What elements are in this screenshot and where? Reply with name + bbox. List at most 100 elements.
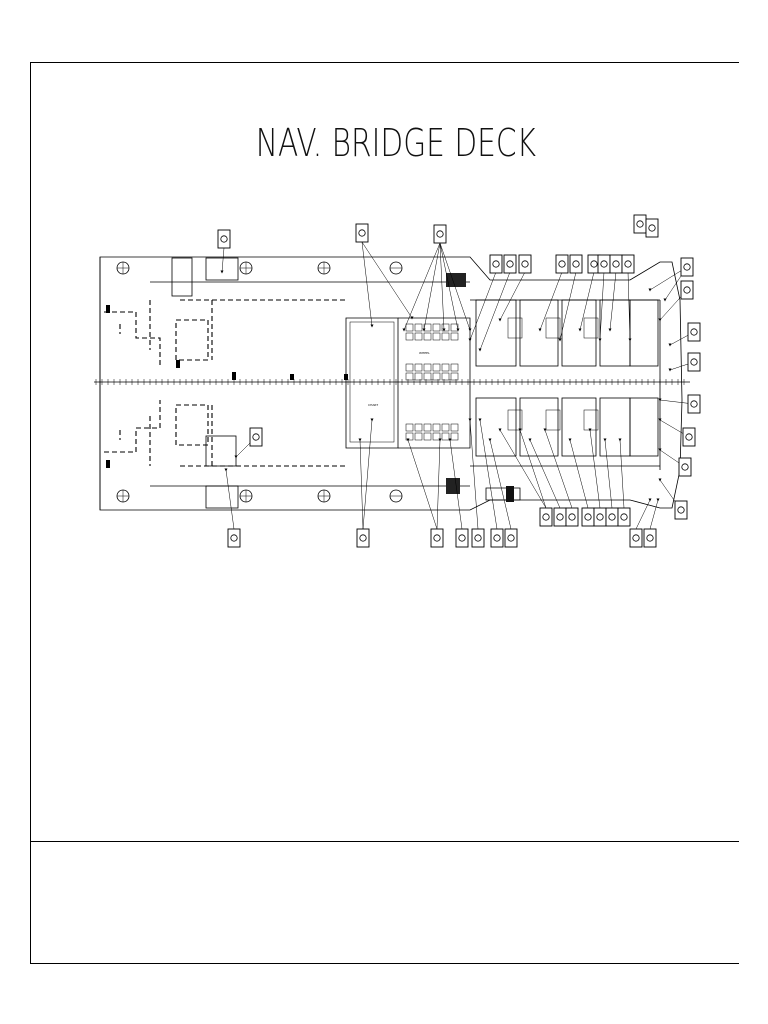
seat-icon	[441, 363, 450, 372]
symbol-icon	[636, 220, 644, 228]
seat-icon	[423, 372, 432, 381]
seat-icon	[405, 423, 414, 432]
symbol-tag	[593, 507, 607, 527]
symbol-icon	[600, 260, 608, 268]
symbol-icon	[646, 534, 654, 542]
symbol-tag	[504, 528, 518, 548]
symbol-icon	[220, 235, 228, 243]
drawing-title: NAV. BRIDGE DECK	[255, 121, 537, 165]
seat-icon	[405, 363, 414, 372]
symbol-icon	[558, 260, 566, 268]
symbol-icon	[507, 534, 515, 542]
seat-icon	[432, 323, 441, 332]
seat-icon	[414, 372, 423, 381]
seat-icon	[450, 432, 459, 441]
symbol-icon	[683, 263, 691, 271]
svg-text:CHART: CHART	[368, 403, 378, 407]
symbol-tag	[489, 254, 503, 274]
symbol-icon	[521, 260, 529, 268]
symbol-tag	[682, 427, 696, 447]
wheelhouse: CHART WHEEL	[345, 317, 471, 449]
symbol-tag	[633, 214, 647, 234]
symbol-tag	[680, 257, 694, 277]
symbol-tag	[680, 280, 694, 300]
symbol-tag	[597, 254, 611, 274]
seat-icon	[414, 363, 423, 372]
symbol-icon	[358, 229, 366, 237]
seat-icon	[414, 332, 423, 341]
symbol-tag	[355, 223, 369, 243]
symbol-icon	[685, 433, 693, 441]
symbol-icon	[683, 286, 691, 294]
symbol-icon	[542, 513, 550, 521]
symbol-tag	[687, 352, 701, 372]
symbol-icon	[436, 230, 444, 238]
symbol-icon	[584, 513, 592, 521]
symbol-icon	[624, 260, 632, 268]
svg-text:WHEEL: WHEEL	[419, 351, 430, 355]
seat-icon	[423, 423, 432, 432]
symbol-icon	[620, 513, 628, 521]
seat-icon	[441, 432, 450, 441]
symbol-tag	[455, 528, 469, 548]
seat-icon	[432, 423, 441, 432]
symbol-icon	[632, 534, 640, 542]
symbol-icon	[612, 260, 620, 268]
seat-icon	[441, 423, 450, 432]
symbol-tag	[609, 254, 623, 274]
dark-blocks	[106, 273, 466, 494]
symbol-icon	[572, 260, 580, 268]
seat-icon	[414, 323, 423, 332]
seat-icon	[423, 363, 432, 372]
symbol-tag	[605, 507, 619, 527]
symbol-icon	[492, 260, 500, 268]
symbol-tags	[217, 214, 701, 548]
symbol-icon	[690, 328, 698, 336]
seat-icon	[441, 323, 450, 332]
seat-icon	[432, 332, 441, 341]
symbol-icon	[568, 513, 576, 521]
seat-icon	[414, 423, 423, 432]
hull-outline	[99, 256, 683, 511]
seat-icon	[423, 432, 432, 441]
symbol-tag	[217, 229, 231, 249]
symbol-tag	[227, 528, 241, 548]
symbol-tag	[629, 528, 643, 548]
symbol-icon	[493, 534, 501, 542]
seat-icon	[405, 432, 414, 441]
symbol-icon	[648, 224, 656, 232]
symbol-icon	[474, 534, 482, 542]
seat-icon	[441, 332, 450, 341]
symbol-icon	[506, 260, 514, 268]
symbol-icon	[681, 463, 689, 471]
symbol-icon	[690, 400, 698, 408]
symbol-tag	[503, 254, 517, 274]
symbol-icon	[690, 358, 698, 366]
symbol-tag	[678, 457, 692, 477]
symbol-icon	[596, 513, 604, 521]
symbol-tag	[674, 500, 688, 520]
seat-icon	[432, 432, 441, 441]
symbol-tag	[565, 507, 579, 527]
symbol-icon	[458, 534, 466, 542]
seat-icon	[423, 323, 432, 332]
seat-icon	[450, 332, 459, 341]
symbol-tag	[645, 218, 659, 238]
symbol-icon	[608, 513, 616, 521]
symbol-tag	[555, 254, 569, 274]
symbol-tag	[430, 528, 444, 548]
symbol-icon	[433, 534, 441, 542]
seat-icon	[450, 323, 459, 332]
seat-icon	[450, 372, 459, 381]
symbol-tag	[433, 224, 447, 244]
aft-compartments	[104, 257, 346, 509]
seat-icon	[450, 363, 459, 372]
symbol-tag	[490, 528, 504, 548]
seat-icon	[441, 372, 450, 381]
centerline	[94, 379, 690, 385]
seat-icon	[405, 332, 414, 341]
symbol-tag	[518, 254, 532, 274]
seat-icon	[423, 332, 432, 341]
symbol-icon	[230, 534, 238, 542]
